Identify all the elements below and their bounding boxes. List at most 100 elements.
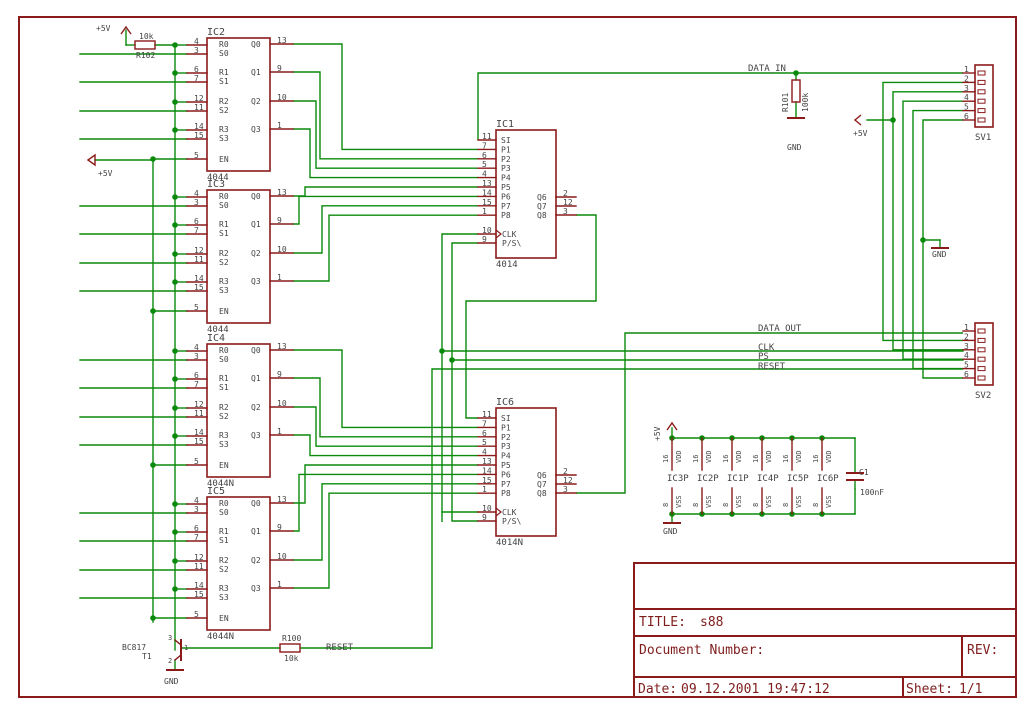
pin-number: 5: [194, 610, 199, 619]
data-in-label: DATA_IN: [748, 64, 786, 74]
pin-label: VDD: [795, 450, 803, 463]
pin-label: S0: [219, 201, 229, 210]
rev-label: REV:: [967, 643, 998, 658]
pin-label: S2: [219, 412, 229, 421]
pin-label: R1: [219, 527, 229, 536]
clk-triangle: [495, 507, 502, 517]
pin-label: Q6: [537, 193, 547, 202]
c1-name: C1: [859, 468, 869, 477]
pin-label: Q3: [251, 277, 261, 286]
wire: [293, 473, 478, 532]
gnd-label-power: GND: [663, 527, 678, 536]
pin-label: Q1: [251, 374, 261, 383]
connector-contact: [977, 108, 986, 114]
pin-label: R0: [219, 346, 229, 355]
pin-label: R1: [219, 68, 229, 77]
pin-number: 12: [194, 246, 204, 255]
pin-label: P/S\: [502, 239, 521, 248]
resistor-r100: [279, 643, 301, 653]
pin-number: 15: [482, 476, 492, 485]
gnd-label-r101: GND: [787, 143, 802, 152]
pin-label: Q1: [251, 220, 261, 229]
connector-pin-number: 5: [964, 361, 969, 370]
pin-number: 5: [482, 160, 487, 169]
pin-label: S1: [219, 229, 229, 238]
pin-number: 16: [752, 455, 760, 463]
wire: [892, 91, 963, 351]
junction-dot: [449, 357, 455, 363]
pin-label: P3: [501, 164, 511, 173]
pin-label: P8: [501, 211, 511, 220]
pin-number: 9: [277, 523, 282, 532]
wire: [293, 377, 478, 438]
pin-number: 8: [812, 503, 820, 507]
pin-number: 9: [277, 64, 282, 73]
wire: [293, 205, 478, 254]
pin-number: 15: [194, 590, 204, 599]
resistor-r101: [791, 79, 801, 103]
connector-pin-number: 1: [964, 323, 969, 332]
pin-number: 1: [277, 427, 282, 436]
pin-label: S1: [219, 77, 229, 86]
pin-number: 7: [194, 533, 199, 542]
pin-number: 8: [662, 503, 670, 507]
ic4044-body: [206, 496, 271, 631]
pin-number: 16: [812, 455, 820, 463]
power-part-name: IC6P: [817, 474, 839, 484]
pin-label: P7: [501, 202, 511, 211]
sv1-label: SV1: [975, 133, 991, 143]
pin-number: 10: [277, 552, 287, 561]
pin-label: P7: [501, 480, 511, 489]
pin-number: 12: [194, 94, 204, 103]
r100-name: R100: [282, 634, 301, 643]
pin-number: 10: [277, 399, 287, 408]
pin-number: 3: [194, 352, 199, 361]
title-label: TITLE:: [639, 615, 686, 630]
sheet-border: [18, 16, 1017, 698]
clk-label: CLK: [758, 343, 775, 353]
pin-label: S3: [219, 440, 229, 449]
pin-number: 6: [194, 371, 199, 380]
pin-number: 6: [194, 65, 199, 74]
pin-number: 14: [482, 188, 492, 197]
pin-number: 1: [482, 207, 487, 216]
ic-name: IC4: [207, 333, 225, 344]
pin-label: EN: [219, 614, 229, 623]
ic4044-body: [206, 37, 271, 172]
pin-number: 4: [194, 343, 199, 352]
pin-label: S3: [219, 286, 229, 295]
pin-number: 11: [482, 132, 492, 141]
gnd-label-sv: GND: [932, 250, 947, 259]
pin-label: VDD: [705, 450, 713, 463]
wires: [79, 29, 964, 671]
title-value: s88: [700, 615, 723, 630]
pin-number: 11: [194, 255, 204, 264]
arrow-5v-sv: [853, 114, 862, 126]
pin-label: R2: [219, 556, 229, 565]
wire: [293, 71, 478, 160]
pin-label: Q8: [537, 489, 547, 498]
pin-number: 1: [482, 485, 487, 494]
sheet-frame: [18, 16, 1017, 698]
pin-number: 6: [194, 524, 199, 533]
junction-dot: [890, 117, 896, 123]
pin-number: 10: [277, 245, 287, 254]
pin-number: 3: [168, 634, 172, 642]
junction-dot: [793, 70, 799, 76]
connector-pin-number: 4: [964, 351, 969, 360]
r102-name: R102: [136, 51, 155, 60]
pin-label: Q3: [251, 431, 261, 440]
pin-label: Q2: [251, 403, 261, 412]
pin-number: 15: [482, 198, 492, 207]
pin-number: 2: [563, 189, 568, 198]
pin-number: 5: [194, 151, 199, 160]
pin-number: 13: [277, 36, 287, 45]
clk-triangle: [495, 229, 502, 239]
pin-label: P8: [501, 489, 511, 498]
pin-number: 12: [563, 198, 573, 207]
pin-number: 4: [194, 189, 199, 198]
pin-number: 5: [482, 438, 487, 447]
wire: [293, 100, 478, 169]
wire: [293, 214, 478, 282]
